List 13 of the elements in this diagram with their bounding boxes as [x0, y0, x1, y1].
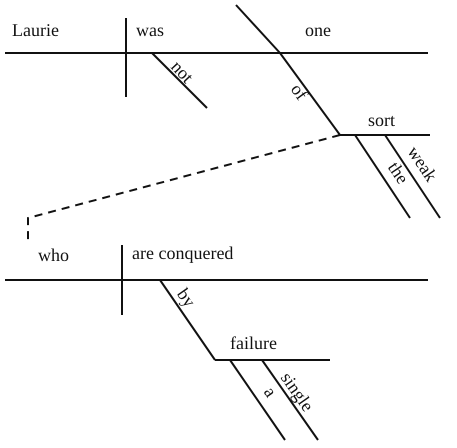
- word: a: [259, 382, 281, 402]
- word: was: [130, 20, 190, 48]
- word: the: [383, 158, 413, 188]
- word: who: [22, 240, 84, 280]
- word: Laurie: [8, 20, 118, 48]
- word: sort: [340, 110, 430, 135]
- word: one: [285, 20, 365, 48]
- word: not: [166, 56, 198, 88]
- word: failure: [222, 333, 322, 360]
- word: of: [286, 80, 312, 104]
- word: are conquered: [126, 243, 286, 271]
- word: by: [172, 284, 200, 312]
- connector-line: [27, 134, 340, 240]
